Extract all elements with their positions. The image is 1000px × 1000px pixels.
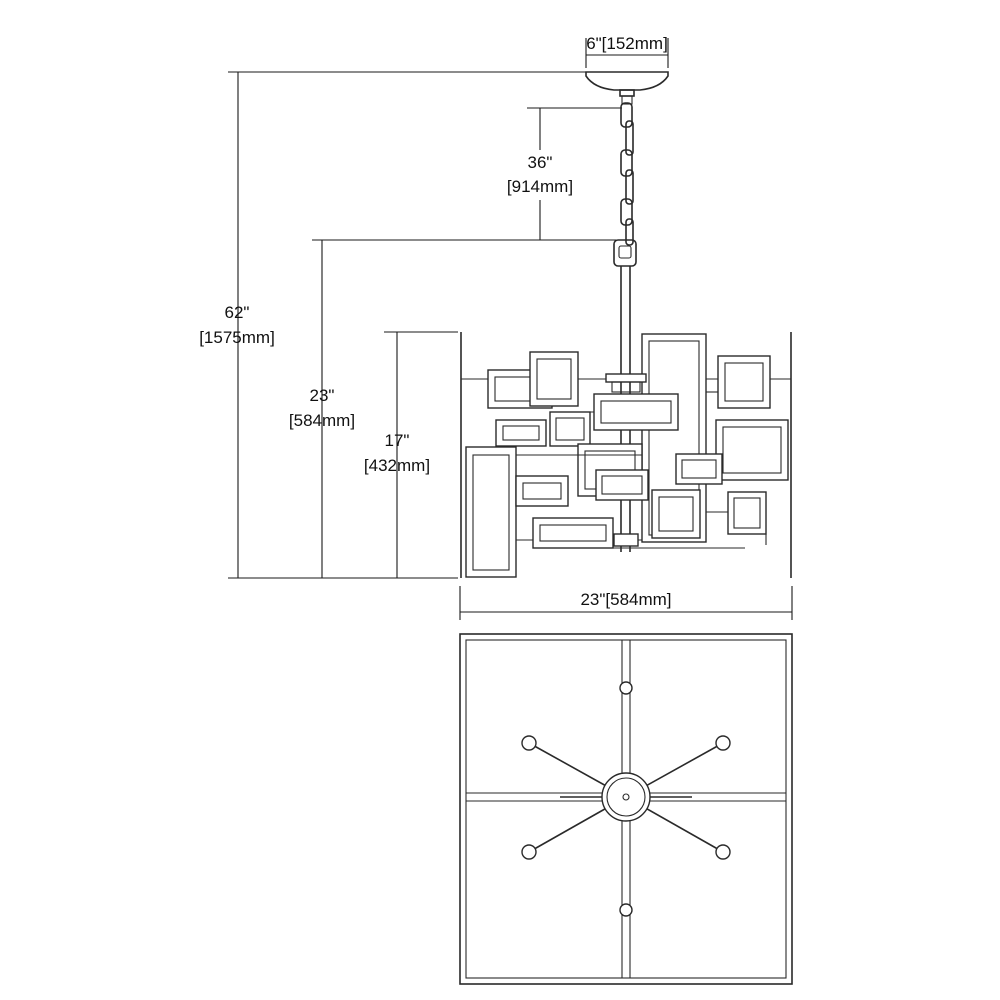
overall-height-mm-label: [1575mm] — [199, 328, 275, 347]
shade-height-mm-label: [432mm] — [364, 456, 430, 475]
fixture-height-mm-label: [584mm] — [289, 411, 355, 430]
shade-height-dimension — [384, 331, 458, 578]
fixture-height-dimension — [312, 239, 622, 578]
plan-view-frame — [459, 633, 793, 985]
plan-view-center-hub — [601, 772, 651, 822]
fixture-height-inch-label: 23" — [310, 386, 335, 405]
canopy-width-label: 6"[152mm] — [586, 34, 668, 53]
chain-length-dimension — [527, 107, 622, 240]
overall-height-inch-label: 62" — [225, 303, 250, 322]
canopy-width-dimension — [585, 38, 669, 68]
chain-loop-bracket — [613, 239, 637, 267]
geometric-frame-grid — [465, 333, 789, 578]
overall-height-dimension — [228, 71, 590, 579]
chain-length-mm-label: [914mm] — [507, 177, 573, 196]
fixture-width-dimension — [459, 586, 793, 620]
chain-length-inch-label: 36" — [528, 153, 553, 172]
shade-height-inch-label: 17" — [385, 431, 410, 450]
ceiling-canopy — [585, 71, 669, 105]
plan-view-sockets — [619, 681, 633, 917]
center-socket-cluster — [605, 373, 647, 547]
suspension-chain — [620, 102, 634, 246]
fixture-width-label: 23"[584mm] — [580, 590, 671, 609]
